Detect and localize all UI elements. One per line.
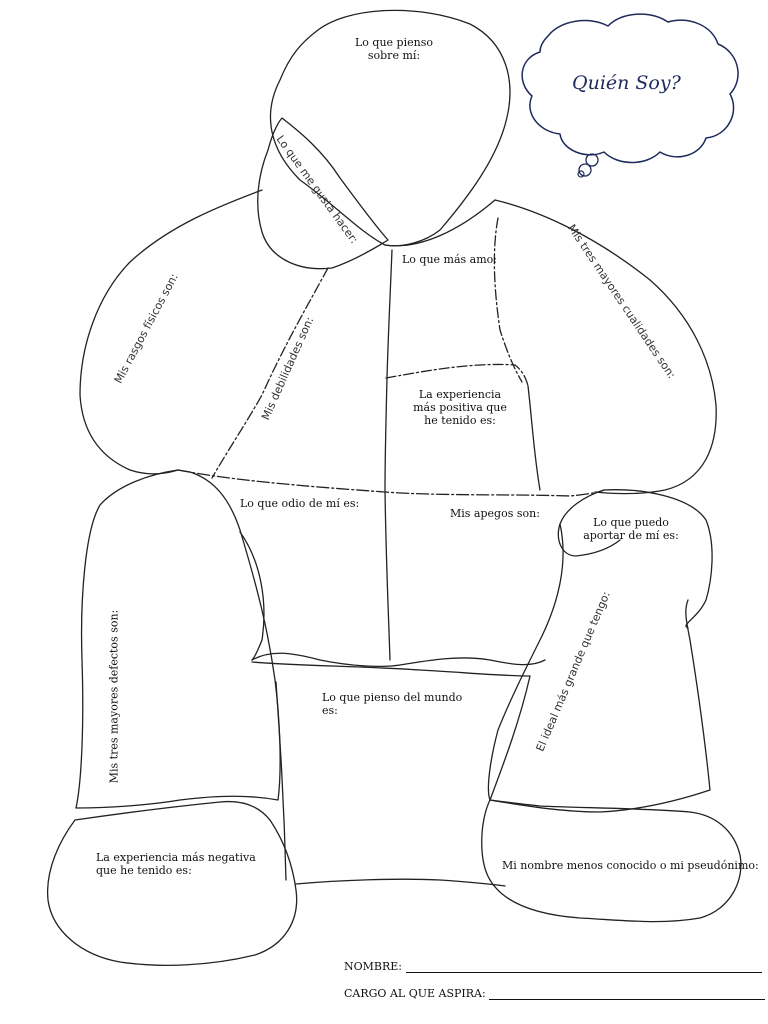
label-chest-top: Lo que más amo: — [402, 253, 498, 266]
role-input-line[interactable] — [489, 989, 766, 1000]
label-right-foot: Mi nombre menos conocido o mi pseudónimo… — [502, 859, 759, 872]
name-label: NOMBRE: — [344, 960, 403, 973]
label-belly: La experiencia más positiva que he tenid… — [413, 388, 507, 427]
chest-divider-mid — [384, 249, 393, 661]
label-hate: Lo que odio de mí es: — [240, 497, 360, 510]
contribute-hand-outline — [557, 489, 713, 629]
label-left-leg: Mis tres mayores defectos son: — [107, 609, 121, 784]
leg-left-outline — [75, 469, 281, 809]
foot-right-outline — [481, 799, 742, 923]
role-label: CARGO AL QUE ASPIRA: — [344, 987, 486, 1000]
label-left-foot: La experiencia más negativa que he tenid… — [96, 851, 256, 877]
label-head: Lo que pienso sobre mí: — [355, 36, 433, 62]
label-attachments: Mis apegos son: — [450, 507, 540, 520]
chest-divider-right — [493, 217, 523, 383]
name-input-line[interactable] — [405, 962, 762, 973]
label-world: Lo que pienso del mundo es: — [322, 691, 463, 717]
head-outline — [269, 9, 511, 247]
name-row: NOMBRE: — [344, 960, 762, 973]
chest-divider-left — [211, 267, 329, 479]
role-row: CARGO AL QUE ASPIRA: — [344, 987, 766, 1000]
worksheet-title: Quién Soy? — [572, 72, 681, 94]
label-contribute: Lo que puedo aportar de mí es: — [583, 516, 679, 542]
leg-right-outline — [487, 523, 711, 813]
thought-bubble-outline — [521, 13, 739, 164]
torso-outline — [79, 189, 717, 495]
foot-left-outline — [46, 800, 298, 966]
hand-outline — [257, 117, 389, 270]
